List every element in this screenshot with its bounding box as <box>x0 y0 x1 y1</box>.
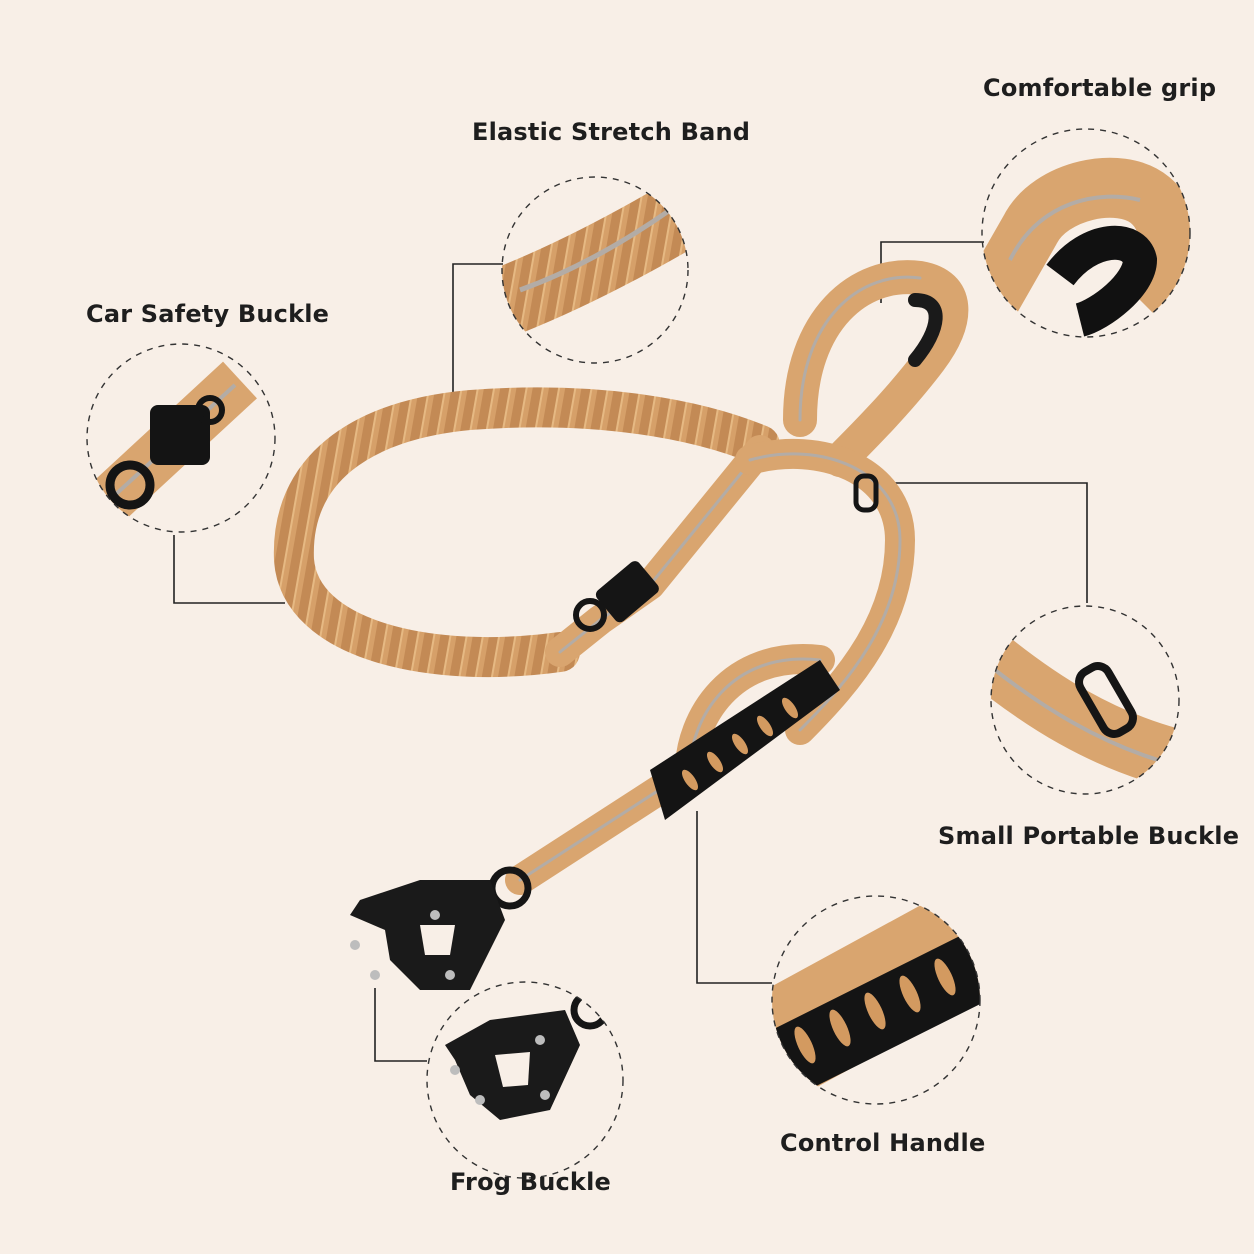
detail-circle-car-buckle <box>86 343 276 533</box>
detail-circle-frog-buckle <box>426 981 624 1179</box>
elastic-bungee-section <box>273 387 780 677</box>
leader-line-small <box>880 482 1088 603</box>
control-handle-sleeve <box>650 660 840 820</box>
webbing-strap <box>505 260 969 895</box>
frog-buckle-hardware <box>350 866 532 990</box>
leader-line-car <box>173 535 285 604</box>
detail-circle-elastic <box>501 176 689 364</box>
small-portable-buckle-hardware <box>853 473 879 513</box>
detail-circle-small-buckle <box>990 605 1180 795</box>
leader-line-control <box>696 811 772 984</box>
detail-circle-grip <box>981 128 1191 338</box>
car-safety-buckle-hardware <box>573 561 659 632</box>
leader-line-elastic <box>452 263 503 415</box>
label-small-portable-buckle: Small Portable Buckle <box>938 822 1240 850</box>
leader-lines <box>173 241 1088 1062</box>
leader-line-frog <box>374 988 427 1062</box>
label-elastic-stretch-band: Elastic Stretch Band <box>472 118 751 146</box>
label-car-safety-buckle: Car Safety Buckle <box>86 300 330 328</box>
label-frog-buckle: Frog Buckle <box>450 1168 611 1196</box>
label-comfortable-grip: Comfortable grip <box>983 74 1217 102</box>
label-control-handle: Control Handle <box>780 1129 986 1157</box>
detail-circle-control-handle <box>771 895 981 1105</box>
